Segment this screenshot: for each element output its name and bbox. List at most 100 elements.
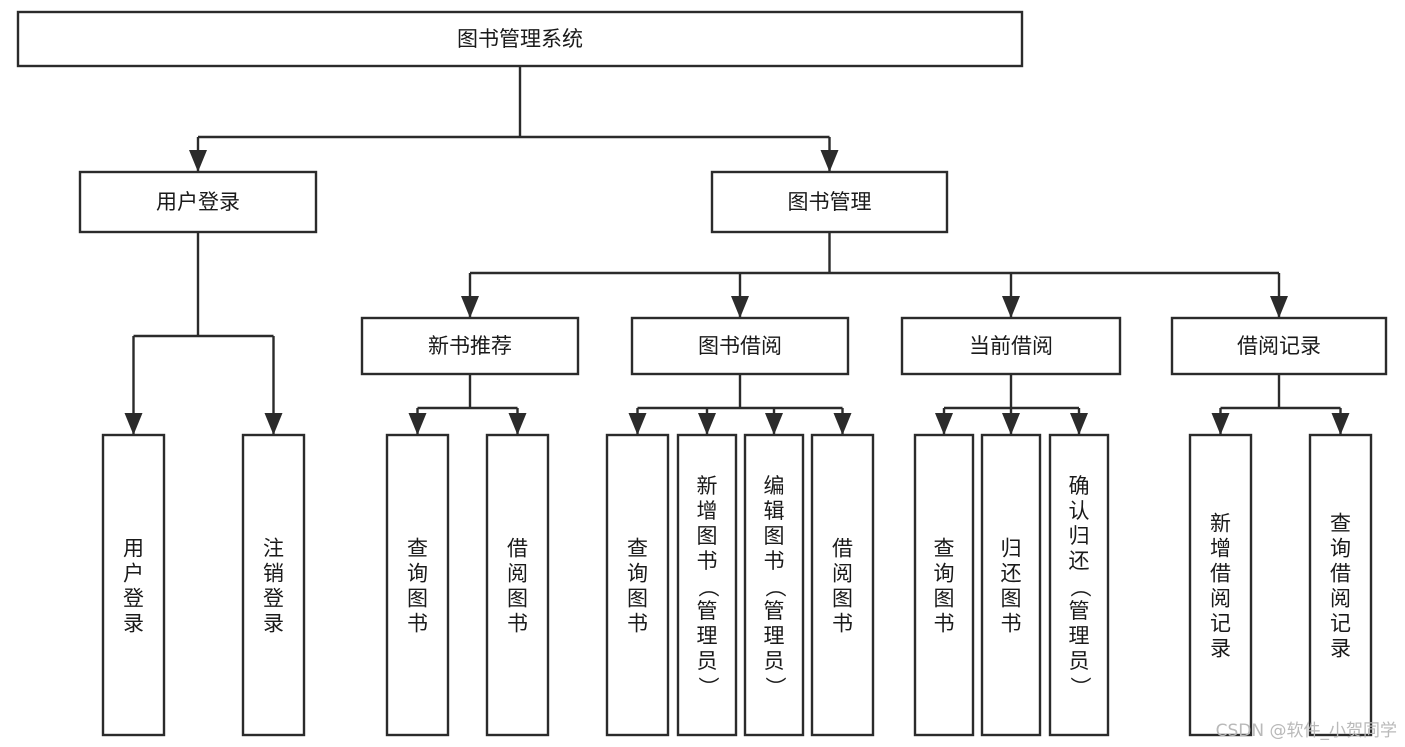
svg-text:管: 管 [697, 599, 718, 623]
svg-text:阅: 阅 [1210, 587, 1231, 611]
svg-text:阅: 阅 [507, 562, 528, 586]
node-确认归还管理员-box[interactable] [1048, 433, 1110, 737]
svg-text:查: 查 [627, 537, 648, 561]
svg-text:图: 图 [934, 587, 955, 611]
svg-text:询: 询 [627, 562, 648, 586]
node-借阅记录-box[interactable] [1170, 316, 1388, 376]
svg-text:查: 查 [934, 537, 955, 561]
svg-text:编: 编 [764, 474, 785, 498]
node-借阅记录[interactable]: 借阅记录 [1170, 316, 1388, 376]
node-当前借阅[interactable]: 当前借阅 [900, 316, 1122, 376]
node-图书管理-box[interactable] [710, 170, 949, 234]
svg-text:书: 书 [627, 612, 648, 636]
svg-text:查: 查 [1330, 512, 1351, 536]
svg-text:理: 理 [1069, 624, 1090, 648]
node-图书管理-label: 图书管理 [788, 190, 872, 214]
svg-text:（: （ [1068, 577, 1092, 598]
node-当前借阅-box[interactable] [900, 316, 1122, 376]
svg-text:图: 图 [507, 587, 528, 611]
node-借阅图书-box[interactable] [485, 433, 550, 737]
arrow-head-icon [264, 413, 283, 435]
arrow-head-icon [189, 150, 207, 172]
svg-text:理: 理 [764, 624, 785, 648]
svg-text:管: 管 [1069, 599, 1090, 623]
node-用户登录-box[interactable] [78, 170, 318, 234]
node-图书管理[interactable]: 图书管理 [710, 170, 949, 234]
svg-text:阅: 阅 [1330, 587, 1351, 611]
node-归还图书-box[interactable] [980, 433, 1042, 737]
svg-text:录: 录 [123, 612, 144, 636]
arrow-head-icon [935, 413, 953, 435]
svg-text:增: 增 [697, 499, 718, 523]
node-注销登录-box[interactable] [241, 433, 306, 737]
node-用户登录-box[interactable] [101, 433, 166, 737]
node-查询图书-box[interactable] [385, 433, 450, 737]
node-图书管理系统[interactable]: 图书管理系统 [16, 10, 1024, 68]
svg-text:登: 登 [263, 587, 284, 611]
svg-text:询: 询 [934, 562, 955, 586]
node-新书推荐-label: 新书推荐 [428, 334, 512, 358]
svg-text:查: 查 [407, 537, 428, 561]
svg-text:理: 理 [697, 624, 718, 648]
svg-text:借: 借 [832, 537, 853, 561]
svg-text:增: 增 [1210, 537, 1231, 561]
svg-text:（: （ [763, 577, 787, 598]
svg-text:图: 图 [627, 587, 648, 611]
arrow-head-icon [408, 413, 427, 435]
node-借阅图书-box[interactable] [810, 433, 875, 737]
svg-text:归: 归 [1069, 524, 1090, 548]
svg-text:归: 归 [1001, 537, 1022, 561]
svg-text:辑: 辑 [764, 499, 785, 523]
node-查询图书-box[interactable] [605, 433, 670, 737]
node-用户登录[interactable]: 用户登录 [101, 433, 166, 737]
node-图书管理系统-box[interactable] [16, 10, 1024, 68]
svg-text:图: 图 [832, 587, 853, 611]
arrow-head-icon [1270, 296, 1288, 318]
node-图书借阅[interactable]: 图书借阅 [630, 316, 850, 376]
node-图书借阅-box[interactable] [630, 316, 850, 376]
svg-text:借: 借 [1330, 562, 1351, 586]
svg-text:员: 员 [764, 649, 785, 673]
node-查询借阅记录-box[interactable] [1308, 433, 1373, 737]
arrow-head-icon [1070, 413, 1088, 435]
svg-text:记: 记 [1210, 612, 1231, 636]
node-新增图书管理员-box[interactable] [676, 433, 738, 737]
node-用户登录[interactable]: 用户登录 [78, 170, 318, 234]
edges-layer [124, 66, 1350, 435]
node-编辑图书管理员-box[interactable] [743, 433, 805, 737]
node-新书推荐[interactable]: 新书推荐 [360, 316, 580, 376]
svg-text:还: 还 [1001, 562, 1022, 586]
node-新书推荐-box[interactable] [360, 316, 580, 376]
svg-text:新: 新 [697, 474, 718, 498]
svg-text:书: 书 [1001, 612, 1022, 636]
svg-text:询: 询 [1330, 537, 1351, 561]
svg-text:书: 书 [764, 549, 785, 573]
svg-text:录: 录 [1330, 637, 1351, 661]
svg-text:录: 录 [1210, 637, 1231, 661]
node-查询图书-box[interactable] [913, 433, 975, 737]
arrow-head-icon [1331, 413, 1350, 435]
arrow-head-icon [731, 296, 749, 318]
node-新增借阅记录-box[interactable] [1188, 433, 1253, 737]
